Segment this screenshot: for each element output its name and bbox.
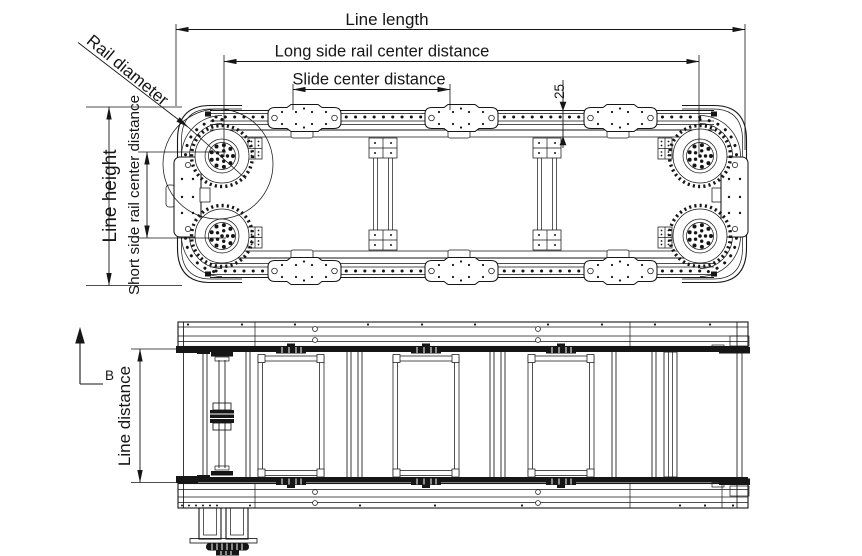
corner-block — [247, 226, 263, 249]
pallet-frame — [392, 343, 460, 489]
rail-cap — [711, 271, 717, 277]
cross-strut-1 — [368, 137, 398, 251]
slide-plate — [583, 256, 658, 286]
long-side-label: Long side rail center distance — [275, 43, 490, 61]
dim-short-side-rail-center: Short side rail center distance — [126, 95, 226, 295]
top-chain-rail — [178, 346, 748, 352]
view-b-label: B — [105, 368, 114, 383]
bottom-chain-rail — [178, 477, 748, 483]
dim-line-distance: Line distance — [115, 348, 187, 483]
view-direction-arrow-icon — [75, 327, 85, 344]
left-curve-chain — [184, 118, 224, 274]
rail-diameter-reference-circle — [162, 108, 274, 220]
gearmotor — [189, 507, 258, 556]
top-view — [162, 103, 749, 286]
wide-post — [663, 351, 678, 478]
drive-shaft — [210, 352, 234, 476]
cross-strut-2 — [532, 137, 562, 251]
support-posts — [245, 352, 657, 477]
slide-plate — [424, 103, 499, 133]
bottom-beam-bolts — [181, 504, 735, 507]
dim-long-side-rail-center: Long side rail center distance — [223, 43, 700, 157]
slide-plate — [267, 103, 342, 133]
short-side-label: Short side rail center distance — [126, 95, 143, 295]
right-curve-chain — [698, 118, 738, 274]
dim-line-height: Line height — [86, 106, 182, 286]
pallet-frame — [257, 343, 325, 489]
view-b-marker: B — [75, 327, 114, 385]
rail-cap — [205, 271, 211, 277]
slide-plate — [583, 103, 658, 133]
line-distance-label: Line distance — [115, 366, 134, 466]
top-beam-bolts — [186, 323, 712, 326]
slide-center-label: Slide center distance — [292, 71, 445, 89]
coupling — [210, 410, 234, 423]
slide-plate — [267, 256, 342, 286]
rail-cap — [205, 111, 211, 117]
rail-cap — [711, 111, 717, 117]
dim-slide-center: Slide center distance — [292, 71, 451, 110]
line-height-label: Line height — [100, 149, 121, 243]
right-side-plate — [711, 156, 749, 238]
rail-offset-label: 25 — [552, 84, 567, 99]
dim-line-length: Line length — [175, 10, 746, 150]
slide-plate — [424, 256, 499, 286]
side-view: B Line distance — [75, 321, 750, 556]
dim-rail-offset-25: 25 — [552, 80, 567, 148]
pallet-frame — [527, 343, 595, 489]
line-length-label: Line length — [345, 10, 428, 29]
